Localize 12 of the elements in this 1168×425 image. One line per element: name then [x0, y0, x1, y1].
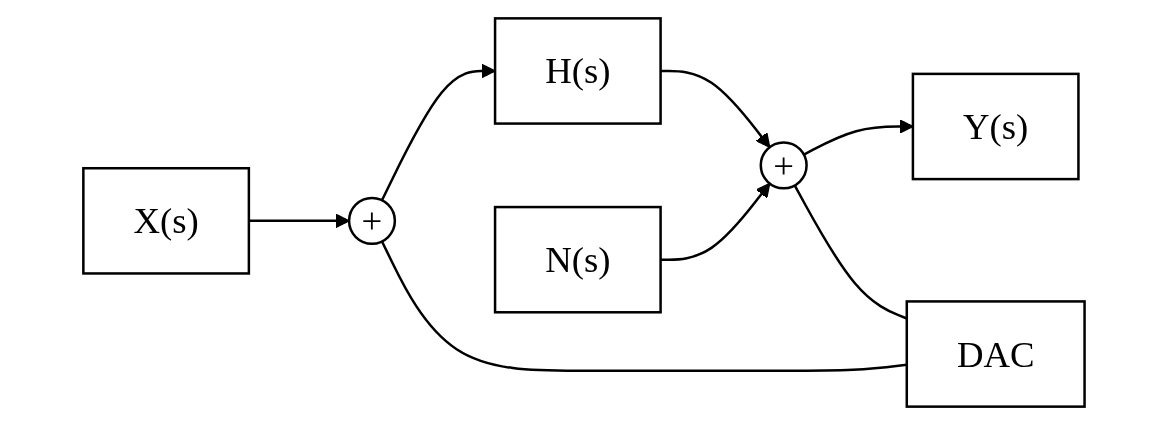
node-box: X(s) [82, 167, 251, 275]
node-box: DAC [905, 300, 1086, 408]
node-circle: + [347, 196, 397, 245]
arrow [380, 63, 496, 201]
arrow [660, 182, 771, 261]
node-box: Y(s) [911, 72, 1080, 181]
node-box: H(s) [493, 17, 662, 125]
node-circle: + [759, 141, 808, 190]
arrow [248, 213, 350, 229]
node-box: N(s) [493, 205, 662, 314]
arrow [660, 69, 771, 148]
connector [380, 240, 907, 372]
